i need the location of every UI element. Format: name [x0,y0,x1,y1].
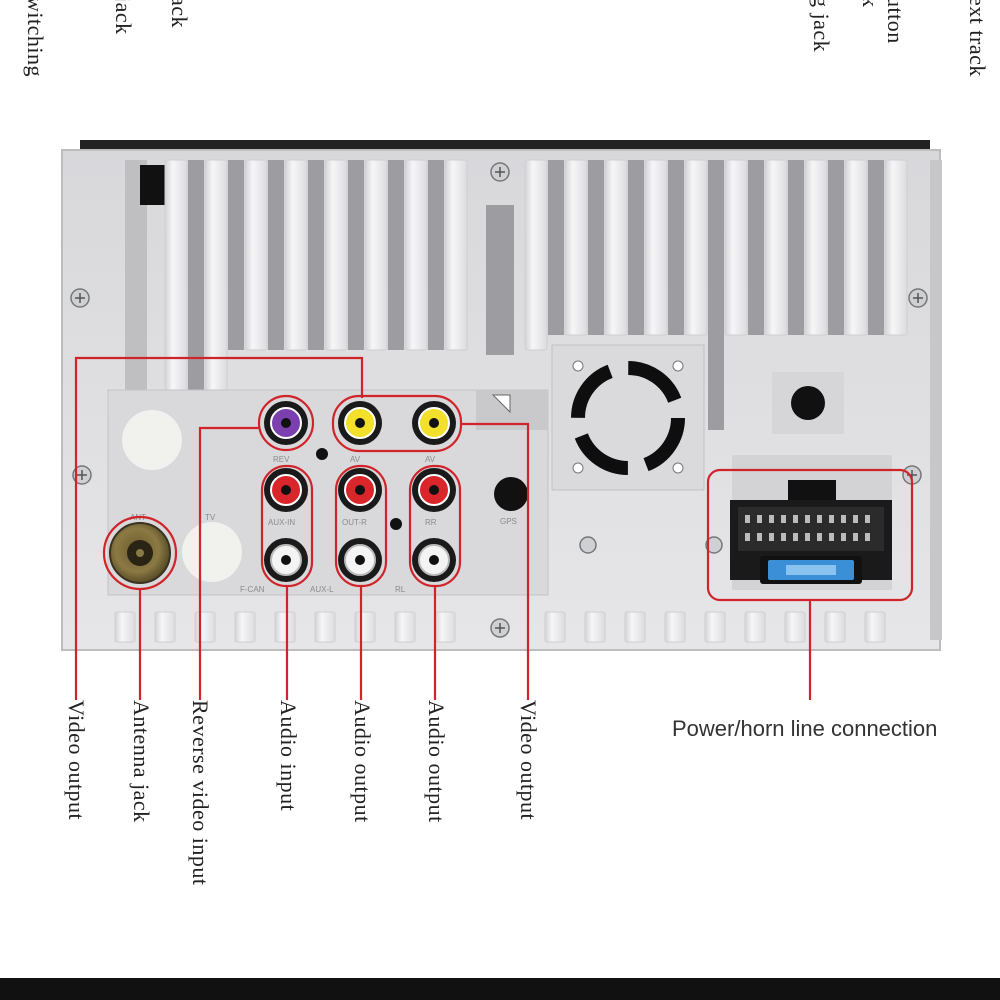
label-audio-output-2: Audio output [424,700,449,823]
label-video-output-right: Video output [516,700,541,821]
power-connector [730,455,892,590]
callout-video-output-right [461,422,530,700]
label-antenna-jack: Antenna jack [129,700,154,823]
rca-jack-purple [264,401,308,445]
mark-tv: TV [205,513,216,522]
label-power-horn: Power/horn line connection [672,716,938,741]
screw-slots [75,167,923,633]
callout-reverse-circle [257,394,315,452]
rca-jack-white-1 [264,538,308,582]
top-label-fragment: jack [111,0,136,35]
label-audio-output-1: Audio output [350,700,375,823]
rca-jacks [264,401,456,582]
mark-gps: GPS [500,517,517,526]
mark-auxl: AUX-L [310,585,334,594]
label-audio-input: Audio input [276,700,301,812]
mark-av2: AV [425,455,436,464]
top-label-fragment: witching [23,0,48,77]
mark-rev: REV [273,455,290,464]
callout-reverse [198,426,259,700]
mark-av1: AV [350,455,361,464]
rca-jack-white-2 [338,538,382,582]
upper-cooling-fins [125,159,908,430]
rca-jack-red-1 [264,468,308,512]
label-reverse-video-input: Reverse video input [188,700,213,886]
fan-grille [551,344,844,491]
rca-jack-red-2 [338,468,382,512]
mark-auxin: AUX-IN [268,518,295,527]
label-video-output-left: Video output [64,700,89,821]
top-label-fragment: k [858,0,883,8]
top-label-fragment: ack [167,0,192,29]
callout-video-output-left [74,356,364,700]
rca-jack-yellow-2 [412,401,456,445]
mark-rr: RR [425,518,437,527]
rca-jack-red-3 [412,468,456,512]
rca-jack-yellow-1 [338,401,382,445]
mark-rl: RL [395,585,406,594]
rca-jack-white-3 [412,538,456,582]
callouts [74,356,914,700]
mark-outr: OUT-R [342,518,367,527]
mark-fcan: F-CAN [240,585,265,594]
top-label-fragment: utton [883,0,908,44]
top-label-fragment: ext track [965,0,990,77]
bottom-bar [0,978,1000,1000]
top-label-fragment: g jack [809,0,834,53]
antenna-jack [109,522,171,584]
